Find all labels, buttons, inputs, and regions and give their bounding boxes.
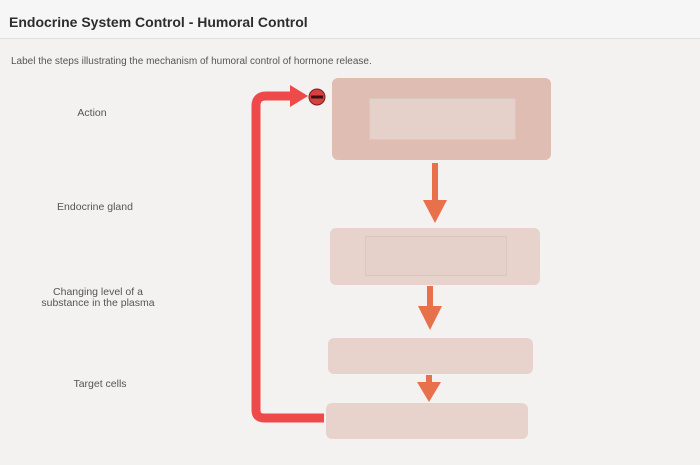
label-target-cells[interactable]: Target cells <box>73 378 127 390</box>
drop-target-1[interactable] <box>369 98 516 140</box>
drop-target-2[interactable] <box>365 236 507 276</box>
feedback-loop-arrow <box>251 91 324 423</box>
arrow-down-icon-3 <box>417 375 441 402</box>
label-endocrine-gland[interactable]: Endocrine gland <box>57 201 133 213</box>
label-changing-level[interactable]: Changing level of a substance in the pla… <box>41 286 155 309</box>
page-title: Endocrine System Control - Humoral Contr… <box>9 14 308 30</box>
drop-zone-4[interactable] <box>326 403 528 439</box>
drop-zone-3[interactable] <box>328 338 533 374</box>
feedback-arrowhead <box>290 85 308 107</box>
label-action[interactable]: Action <box>77 107 107 119</box>
header-bar: Endocrine System Control - Humoral Contr… <box>0 0 700 39</box>
instruction-text: Label the steps illustrating the mechani… <box>11 56 372 67</box>
arrow-down-icon-2 <box>418 286 442 330</box>
drop-zone-1[interactable] <box>332 78 551 160</box>
inhibit-icon <box>308 88 326 106</box>
arrow-down-icon-1 <box>423 163 447 223</box>
drop-zone-2[interactable] <box>330 228 540 285</box>
